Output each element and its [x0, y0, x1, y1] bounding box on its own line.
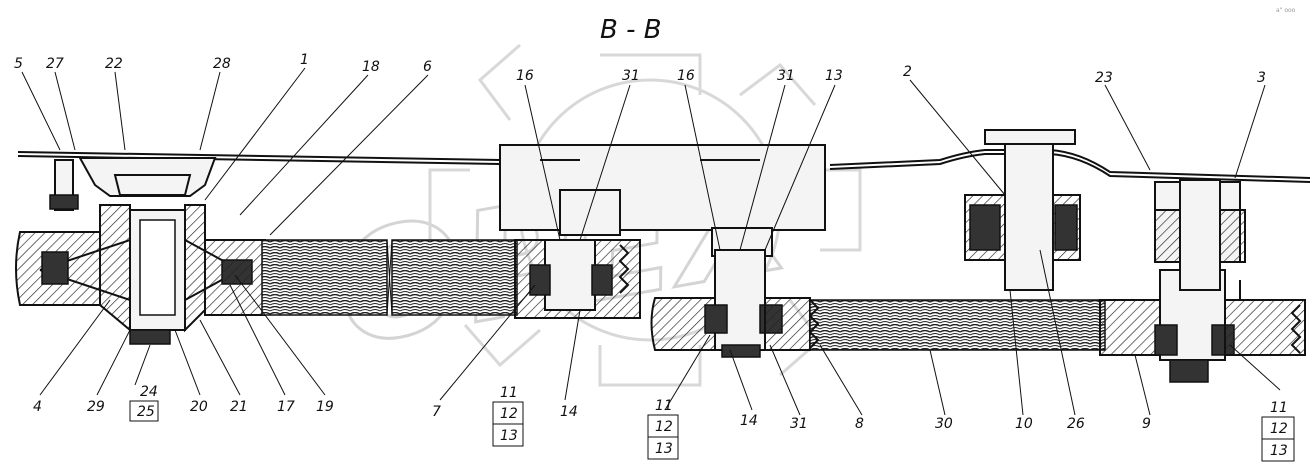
callout: 8 — [855, 416, 864, 432]
callout: 6 — [423, 59, 432, 75]
callout: 1 — [300, 52, 309, 68]
left-bearing-assembly — [15, 157, 266, 345]
callout: 4 — [33, 399, 42, 415]
callout: 16 — [516, 68, 534, 84]
right-bearing-assemblies — [964, 129, 1246, 300]
stacked-callout-left: 11 12 13 — [492, 385, 524, 447]
callout: 2 — [903, 64, 912, 80]
callout: 9 — [1142, 416, 1151, 432]
callouts-top: 5 27 22 28 1 18 6 16 31 16 31 13 2 23 3 — [14, 52, 1266, 86]
callout: 3 — [1257, 70, 1266, 86]
callout: 23 — [1095, 70, 1113, 86]
corner-note: a" ooo — [1276, 7, 1296, 14]
callout: 11 — [1270, 400, 1288, 416]
callout: 10 — [1015, 416, 1033, 432]
callout: 25 — [137, 404, 155, 420]
callout: 13 — [1270, 443, 1288, 459]
callout: 11 — [500, 385, 518, 401]
callout: 13 — [825, 68, 843, 84]
callout: 12 — [1270, 421, 1288, 437]
section-title: B - B — [600, 15, 662, 45]
callout: 7 — [432, 404, 441, 420]
callout: 19 — [316, 399, 334, 415]
callout: 20 — [190, 399, 208, 415]
callout: 22 — [105, 56, 123, 72]
callout: 24 — [140, 384, 158, 400]
left-spring-pack — [261, 239, 641, 319]
stacked-callout-24-25: 24 25 — [129, 384, 159, 422]
stacked-callout-right: 11 12 13 — [1261, 400, 1295, 462]
callout: 31 — [777, 68, 795, 84]
callout: 17 — [277, 399, 295, 415]
callout: 14 — [560, 404, 578, 420]
callout: 16 — [677, 68, 695, 84]
callout: 14 — [740, 413, 758, 429]
stacked-callout-middle: 11 12 13 — [647, 398, 679, 460]
callout: 5 — [14, 56, 23, 72]
right-spring-pack — [808, 269, 1306, 383]
callout: 28 — [213, 56, 231, 72]
callout: 11 — [655, 398, 673, 414]
middle-housing — [499, 144, 826, 358]
callout: 21 — [230, 399, 248, 415]
callout: 31 — [790, 416, 808, 432]
callouts-bottom: 4 29 20 21 17 19 7 14 14 31 8 30 10 26 9 — [33, 399, 1151, 432]
callout: 18 — [362, 59, 380, 75]
callout: 31 — [622, 68, 640, 84]
leader-lines — [21, 67, 1281, 416]
callout: 12 — [500, 406, 518, 422]
callout: 13 — [655, 441, 673, 457]
callout: 27 — [46, 56, 64, 72]
callout: 13 — [500, 428, 518, 444]
callout: 29 — [87, 399, 105, 415]
callout: 12 — [655, 419, 673, 435]
callout: 26 — [1067, 416, 1085, 432]
callout: 30 — [935, 416, 953, 432]
